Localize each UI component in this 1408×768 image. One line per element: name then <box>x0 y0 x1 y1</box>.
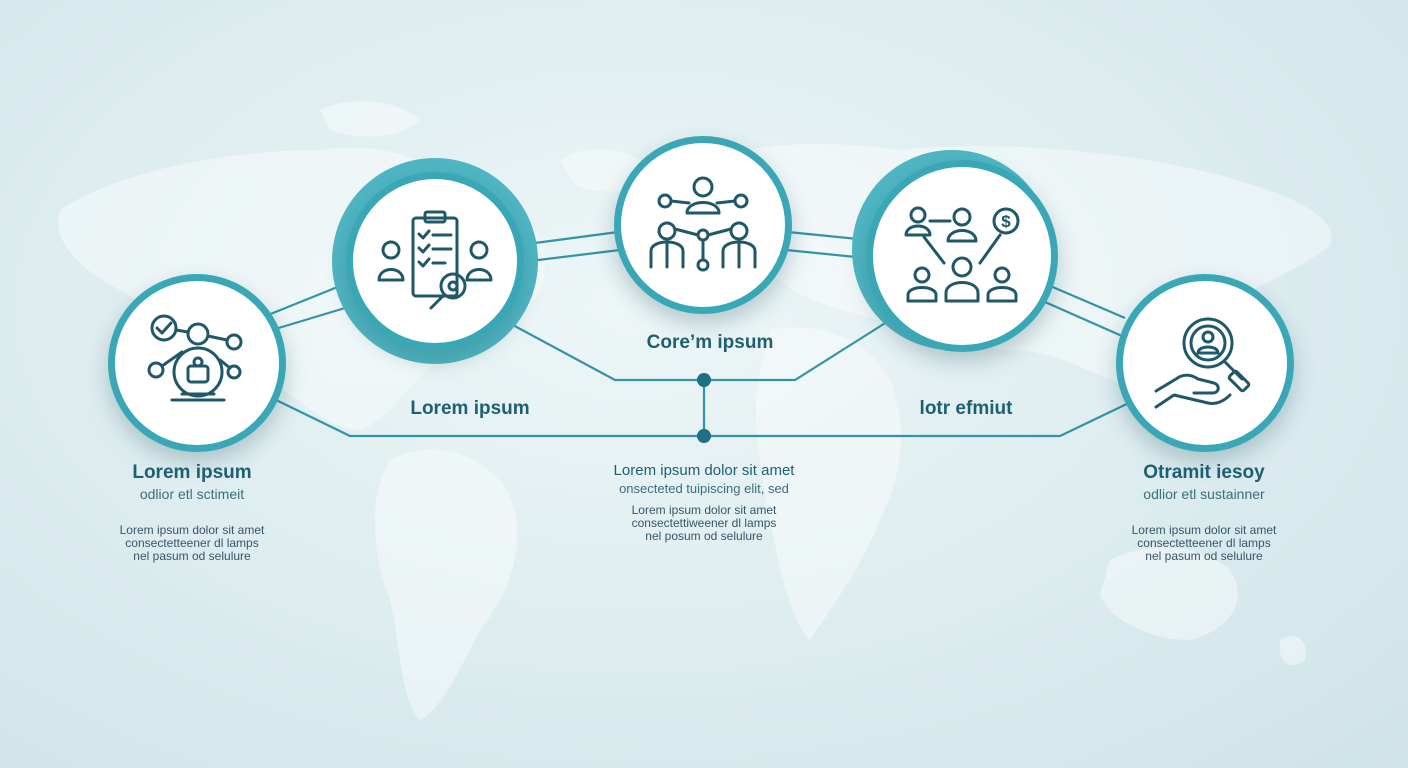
node-3-label: Core’m ipsum <box>646 332 774 353</box>
node-5 <box>1116 274 1294 452</box>
right-block-line: consectetteener dl lamps <box>1137 536 1271 550</box>
junction-dot-lower <box>697 429 711 443</box>
left-block-title: Lorem ipsum <box>132 462 252 483</box>
connector-4-5-upper <box>1047 283 1126 320</box>
right-text-block: Otramit iesoy odlior etl sustainner Lore… <box>1084 462 1324 563</box>
network-target-icon <box>147 314 243 402</box>
hand-magnifier-icon <box>1154 317 1251 409</box>
node-2-label: Lorem ipsum <box>410 398 530 419</box>
right-block-subtitle: odlior etl sustainner <box>1143 486 1265 502</box>
right-block-line: Lorem ipsum dolor sit amet <box>1131 523 1277 537</box>
connector-1-2-lower <box>271 303 356 332</box>
right-block-line: nel pasum od selulure <box>1145 549 1263 563</box>
checklist-gear-icon <box>377 210 493 310</box>
left-text-block: Lorem ipsum odlior etl sctimeit Lorem ip… <box>72 462 312 563</box>
connector-4-5-lower <box>1044 300 1123 338</box>
node-1 <box>108 274 286 452</box>
left-block-subtitle: odlior etl sctimeit <box>139 486 245 502</box>
left-block-line: nel pasum od selulure <box>133 549 251 563</box>
junction-dot-upper <box>697 373 711 387</box>
svg-text:$: $ <box>1001 212 1011 231</box>
connector-2-3-lower <box>521 248 621 264</box>
right-block-title: Otramit iesoy <box>1143 462 1265 483</box>
center-block-title: Lorem ipsum dolor sit amet <box>613 462 795 479</box>
center-block-line: nel posum od selulure <box>645 529 763 543</box>
node-2 <box>346 172 524 350</box>
node-4: $ <box>866 160 1058 352</box>
team-network-icon <box>649 176 757 272</box>
center-block-line: consectettiweener dl lamps <box>631 516 777 530</box>
node-3 <box>614 136 792 314</box>
center-text-block: Lorem ipsum dolor sit amet onsecteted tu… <box>550 462 858 543</box>
node-4-label: lotr efmiut <box>919 398 1013 419</box>
left-block-line: Lorem ipsum dolor sit amet <box>119 523 265 537</box>
left-block-line: consectetteener dl lamps <box>125 536 259 550</box>
people-money-icon: $ <box>904 206 1020 303</box>
center-block-subtitle: onsecteted tuipiscing elit, sed <box>619 481 789 496</box>
center-block-line: Lorem ipsum dolor sit amet <box>631 503 777 517</box>
